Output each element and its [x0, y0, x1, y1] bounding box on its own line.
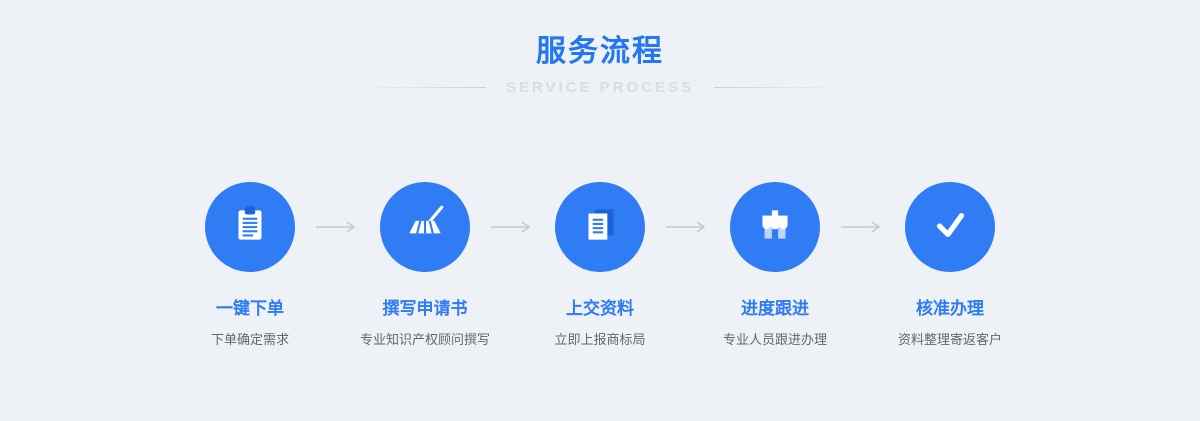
process-steps-row: 一键下单 下单确定需求 — [0, 182, 1200, 348]
arrow-right-icon — [490, 221, 535, 233]
step-title: 上交资料 — [566, 299, 634, 318]
checkmark-icon — [927, 202, 973, 253]
step-desc: 专业知识产权顾问撰写 — [360, 332, 491, 347]
storefront-icon — [752, 202, 798, 253]
decor-line-left — [353, 87, 486, 88]
step-title: 核准办理 — [916, 299, 984, 318]
page-subtitle: SERVICE PROCESS — [505, 79, 695, 96]
service-process-section: 服务流程 SERVICE PROCESS — [0, 26, 1200, 348]
step-desc: 专业人员跟进办理 — [722, 332, 827, 347]
step-circle — [380, 182, 470, 272]
step-desc: 资料整理寄返客户 — [897, 332, 1002, 347]
step-circle — [555, 182, 645, 272]
step-title: 一键下单 — [216, 299, 284, 318]
step-desc: 立即上报商标局 — [554, 332, 646, 347]
step-desc: 下单确定需求 — [210, 332, 289, 347]
step-title: 撰写申请书 — [382, 299, 468, 318]
step-approval: 核准办理 资料整理寄返客户 — [885, 182, 1015, 348]
step-place-order: 一键下单 下单确定需求 — [185, 182, 315, 348]
arrow-right-icon — [315, 221, 360, 233]
step-write-application: 撰写申请书 专业知识产权顾问撰写 — [360, 182, 490, 348]
subtitle-row: SERVICE PROCESS — [0, 79, 1200, 96]
section-header: 服务流程 SERVICE PROCESS — [0, 26, 1200, 96]
clipboard-icon — [227, 202, 273, 253]
decor-line-right — [714, 87, 847, 88]
step-title: 进度跟进 — [741, 299, 809, 318]
step-circle — [905, 182, 995, 272]
writing-brush-icon — [402, 202, 448, 253]
arrow-right-icon — [665, 221, 710, 233]
step-circle — [205, 182, 295, 272]
step-submit-materials: 上交资料 立即上报商标局 — [535, 182, 665, 348]
step-circle — [730, 182, 820, 272]
arrow-right-icon — [840, 221, 885, 233]
documents-icon — [577, 202, 623, 253]
step-progress-follow-up: 进度跟进 专业人员跟进办理 — [710, 182, 840, 348]
page-title: 服务流程 — [536, 35, 664, 68]
